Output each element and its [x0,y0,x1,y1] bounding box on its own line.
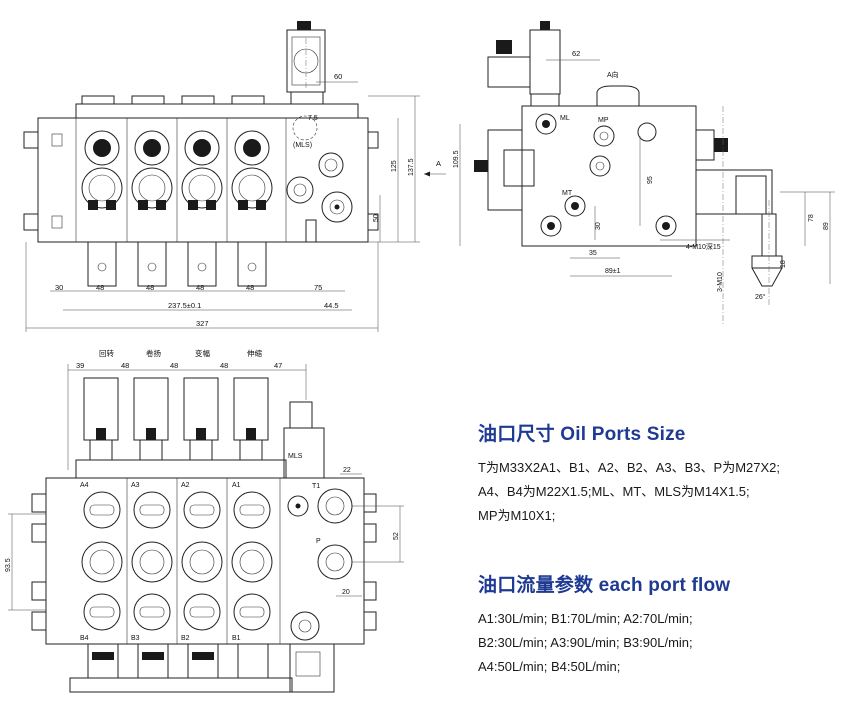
side-dim-78: 78 [808,214,815,222]
front-dim-125: 125 [391,160,398,172]
top-label-mls: MLS [288,453,303,460]
top-dim-48c: 48 [220,361,228,370]
port-label-b4: B4 [80,635,89,642]
front-caps [81,95,265,104]
port-label-a3: A3 [131,482,140,489]
front-side-bolts [23,131,379,231]
front-dim-60: 60 [334,72,342,81]
front-dim-48d: 48 [246,283,254,292]
port-label-b3: B3 [131,635,140,642]
side-label-ml: ML [560,115,570,122]
port-label-b2: B2 [181,635,190,642]
side-dim-30: 30 [595,222,602,230]
front-mid-ports [81,167,273,210]
side-dim-109-5: 109.5 [453,150,460,168]
front-dim-137-5: 137.5 [408,158,415,176]
side-solenoid [529,29,561,95]
side-dim-89: 89±1 [605,268,621,275]
front-lever-brackets [87,219,317,287]
top-valve-body [45,477,365,645]
front-valve-body [37,117,369,243]
side-view: 62 A向 ML MP MT 109.5 95 30 35 [453,21,835,326]
section-label-1: 回转 [99,348,114,358]
port-flow-line-2: B2:30L/min; A3:90L/min; B3:90L/min; [478,635,693,650]
side-dim-95: 95 [647,176,654,184]
top-dim-48b: 48 [170,361,178,370]
section-label-3: 变幅 [195,348,210,358]
front-dim-48a: 48 [96,283,104,292]
top-bottom-fittings [69,643,293,693]
top-side-bolts [31,493,377,631]
front-dim-75: 75 [314,283,322,292]
section-label-4: 伸缩 [247,348,262,358]
oil-ports-line-2: A4、B4为M22X1.5;ML、MT、MLS为M14X1.5; [478,484,750,499]
port-label-a4: A4 [80,482,89,489]
front-dim-44-5: 44.5 [324,301,339,310]
port-flow-line-1: A1:30L/min; B1:70L/min; A2:70L/min; [478,611,693,626]
top-mid-ports [81,541,273,583]
front-dim-327: 327 [196,319,209,328]
port-label-b1: B1 [232,635,241,642]
side-label-mt: MT [562,190,573,197]
port-flow-info: 油口流量参数 each port flow A1:30L/min; B1:70L… [478,570,838,679]
front-upper-fittings [84,130,270,166]
top-dim-47: 47 [274,361,282,370]
front-label-mls: (MLS) [293,142,312,149]
side-dim-18: 18 [780,260,787,268]
port-label-a2: A2 [181,482,190,489]
oil-ports-line-3: MP为M10X1; [478,508,556,523]
top-spool-caps [83,377,269,461]
front-label-a: A [436,159,441,168]
top-dim-52: 52 [393,532,400,540]
top-a-ports [83,491,271,529]
section-label-2: 卷扬 [146,348,161,358]
top-label-t1: T1 [312,483,320,490]
side-label-holes: 4-M10深15 [686,242,721,251]
side-dim-35: 35 [589,250,597,257]
top-dim-22: 22 [343,467,351,474]
top-b-ports [83,593,271,631]
top-dim-20: 20 [342,589,350,596]
side-dim-angle: 26° [755,293,766,301]
side-label-mp: MP [598,117,609,124]
front-view: 60 7.5 (MLS) A 125 137.5 50 30 48 48 48 … [23,21,446,332]
top-view: 回转 卷扬 变幅 伸缩 39 48 48 48 47 MLS [5,348,404,693]
oil-ports-info: 油口尺寸 Oil Ports Size T为M33X2A1、B1、A2、B2、A… [478,419,838,528]
front-dim-30: 30 [55,283,63,292]
side-label-a-view: A向 [607,70,619,79]
side-dim-89-right: 89 [823,222,830,230]
oil-ports-line-1: T为M33X2A1、B1、A2、B2、A3、B3、P为M27X2; [478,460,781,475]
front-dim-7-5: 7.5 [308,115,318,122]
top-dim-48a: 48 [121,361,129,370]
top-dim-93-5: 93.5 [5,558,12,572]
front-dim-48c: 48 [196,283,204,292]
top-dim-39: 39 [76,361,84,370]
front-dim-50: 50 [373,214,380,222]
oil-ports-title: 油口尺寸 Oil Ports Size [478,424,686,445]
side-label-3-m10: 3-M10 [717,272,724,292]
port-label-a1: A1 [232,482,241,489]
side-dim-62: 62 [572,49,580,58]
port-flow-title: 油口流量参数 each port flow [478,575,731,596]
front-dim-237-5: 237.5±0.1 [168,301,201,310]
port-flow-line-3: A4:50L/min; B4:50L/min; [478,659,621,674]
top-label-p: P [316,538,321,545]
front-dim-48b: 48 [146,283,154,292]
